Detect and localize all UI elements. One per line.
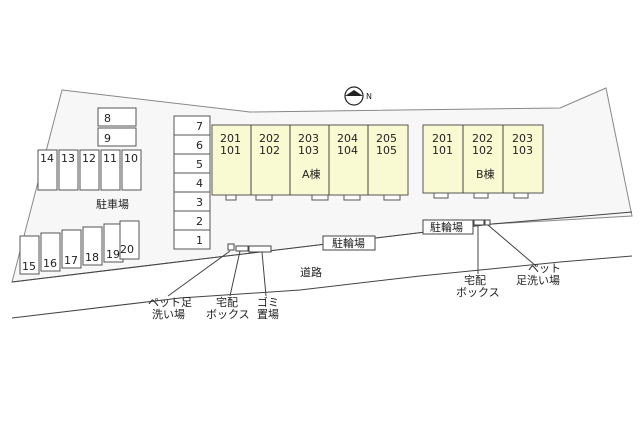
unit-number: 203 — [512, 132, 533, 145]
building-b: 201 101 202 102 203 103 B棟 — [422, 124, 544, 199]
unit-number: 103 — [298, 144, 319, 157]
lot-number: 6 — [196, 139, 203, 152]
delivery-box-label-right: 宅配 — [464, 273, 486, 287]
pet-wash-marker — [227, 243, 235, 251]
parking-label: 駐車場 — [96, 197, 129, 211]
parking-lot — [121, 149, 142, 191]
pet-wash-label-left: ペット足 — [148, 296, 192, 309]
parking-lot — [58, 149, 79, 191]
lots-row-a: 14 13 12 11 10 — [37, 149, 142, 191]
compass-letter: N — [366, 92, 372, 101]
lot-number: 9 — [104, 132, 111, 145]
delivery-box-label-right: ボックス — [456, 286, 500, 299]
pet-wash-marker — [484, 219, 491, 226]
lots-column: 7 6 5 4 3 2 1 — [173, 115, 211, 250]
lot-number: 15 — [22, 260, 36, 273]
unit-number: 105 — [376, 144, 397, 157]
lot-number: 18 — [85, 251, 99, 264]
unit-number: 103 — [512, 144, 533, 157]
unit-number: 203 — [298, 132, 319, 145]
building-a: 201 101 202 102 203 103 204 104 205 105 … — [211, 124, 409, 201]
lot-number: 1 — [196, 234, 203, 247]
unit-number: 202 — [259, 132, 280, 145]
bike-parking-a-label: 駐輪場 — [332, 236, 365, 250]
building-b-footprint — [422, 124, 544, 194]
lot-number: 13 — [61, 152, 75, 165]
unit-number: 101 — [220, 144, 241, 157]
lot-number: 11 — [103, 152, 117, 165]
unit-number: 101 — [432, 144, 453, 157]
parking-lot — [173, 229, 211, 250]
parking-lot — [61, 229, 82, 269]
parking-lot — [119, 220, 140, 260]
lot-number: 3 — [196, 196, 203, 209]
building-a-label: A棟 — [302, 167, 321, 181]
lots-row-b: 15 16 17 18 19 20 — [19, 220, 140, 275]
trash-area-label: ゴミ — [257, 295, 279, 309]
parking-lot — [40, 232, 61, 272]
lot-number: 4 — [196, 177, 203, 190]
trash-area-label: 置場 — [257, 308, 279, 321]
lots-top-group: 8 9 — [97, 107, 137, 147]
delivery-box-label-left: ボックス — [206, 308, 250, 321]
parking-lot — [100, 149, 121, 191]
unit-number: 102 — [259, 144, 280, 157]
parking-lot — [173, 134, 211, 155]
parking-lot — [19, 235, 40, 275]
lot-number: 14 — [40, 152, 54, 165]
parking-lot — [97, 127, 137, 147]
lot-number: 5 — [196, 158, 203, 171]
pet-wash-label-left: 洗い場 — [152, 308, 185, 321]
parking-lot — [173, 191, 211, 212]
parking-lot — [173, 210, 211, 231]
unit-number: 104 — [337, 144, 358, 157]
lot-number: 19 — [106, 248, 120, 261]
parking-lot — [37, 149, 58, 191]
parking-lot — [173, 115, 211, 136]
unit-number: 205 — [376, 132, 397, 145]
delivery-box-marker — [235, 245, 249, 252]
parking-lot — [97, 107, 137, 127]
lot-number: 20 — [120, 243, 134, 256]
parking-lot — [173, 153, 211, 174]
unit-number: 204 — [337, 132, 358, 145]
unit-number: 202 — [472, 132, 493, 145]
unit-number: 201 — [432, 132, 453, 145]
lot-number: 2 — [196, 215, 203, 228]
unit-number: 102 — [472, 144, 493, 157]
lot-number: 7 — [196, 120, 203, 133]
lot-number: 16 — [43, 257, 57, 270]
bike-parking-b — [422, 219, 474, 235]
lot-number: 17 — [64, 254, 78, 267]
parking-lot — [82, 226, 103, 266]
trash-area-marker — [248, 245, 272, 253]
delivery-box-marker — [473, 219, 485, 226]
lot-number: 10 — [124, 152, 138, 165]
unit-number: 201 — [220, 132, 241, 145]
road-edge-bottom — [11, 255, 633, 319]
road-label: 道路 — [300, 265, 322, 279]
bike-parking-b-label: 駐輪場 — [430, 220, 463, 234]
delivery-box-label-left: 宅配 — [216, 295, 238, 309]
compass-icon: N — [344, 86, 372, 106]
building-b-label: B棟 — [476, 167, 495, 181]
lot-number: 12 — [82, 152, 96, 165]
building-a-footprint — [211, 124, 409, 196]
lot-number: 8 — [104, 112, 111, 125]
bike-parking-a — [322, 235, 376, 251]
parking-lot — [173, 172, 211, 193]
pet-wash-label-right: ペット — [528, 262, 561, 275]
parking-lot — [79, 149, 100, 191]
pet-wash-label-right: 足洗い場 — [516, 274, 560, 287]
